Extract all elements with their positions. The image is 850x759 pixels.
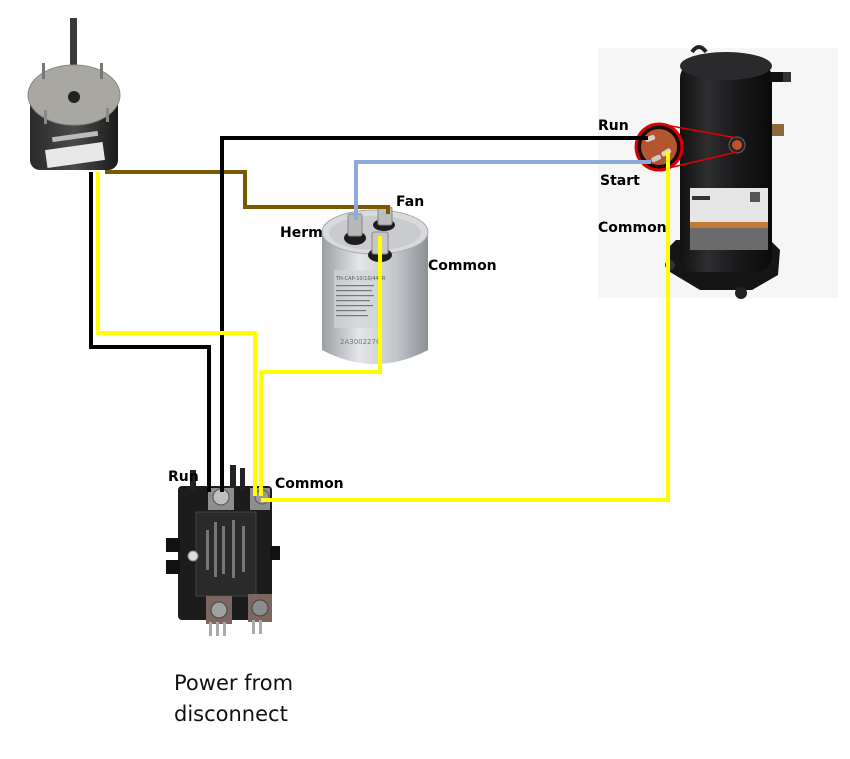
motor-shaft-hub (68, 91, 80, 103)
wire-yellow-fan-common (96, 172, 257, 496)
label-cap-herm: Herm (280, 225, 323, 241)
contactor-fin (230, 465, 236, 489)
contactor-mount-tab (166, 560, 180, 574)
contactor-mount-tab (166, 538, 180, 552)
capacitor-label (334, 270, 378, 328)
terminal-pin-start (651, 154, 662, 163)
caption-line-1: Power from (174, 671, 294, 695)
wires (89, 136, 670, 502)
contactor-spade (252, 620, 255, 634)
motor-stud (42, 63, 45, 79)
motor-stud (106, 108, 109, 122)
label-contactor-run: Run (168, 469, 199, 485)
capacitor-model-text: TH-CAP-10/10/440R (335, 276, 386, 282)
compressor-label-stripe (690, 222, 768, 228)
contactor-spade (223, 622, 226, 636)
compressor-terminal-box-inner (732, 140, 742, 150)
wire-yellow-cap-common (259, 236, 382, 496)
label-comp-run: Run (598, 118, 629, 134)
label-comp-start: Start (600, 173, 640, 189)
wire-brown-fan (105, 170, 390, 214)
capacitor: TH-CAP-10/10/440R 2A3002276 (321, 206, 429, 364)
contactor-face (195, 511, 257, 597)
motor-stud (100, 63, 103, 79)
contactor-fin (240, 468, 245, 490)
motor-label (45, 142, 105, 168)
wire-yellow-compressor-common (261, 152, 670, 502)
wire-black-fan-run (89, 172, 211, 492)
compressor (598, 45, 838, 299)
contactor-face-text (206, 520, 245, 578)
compressor-label-mark (692, 196, 710, 200)
contactor-fin (190, 470, 196, 490)
contactor-spade (216, 622, 219, 636)
compressor-lift-ring (690, 45, 708, 54)
caption-line-2: disconnect (174, 702, 288, 726)
motor-shaft (70, 18, 77, 98)
contactor-spade (259, 620, 262, 634)
wire-blue-herm-start (354, 160, 651, 220)
label-contactor-common: Common (275, 476, 344, 492)
label-cap-common: Common (428, 258, 497, 274)
capacitor-fine-print (336, 285, 374, 317)
compressor-top (680, 52, 772, 80)
contactor-line-screw-l1 (210, 601, 228, 619)
contactor (166, 465, 280, 636)
callout-line (659, 123, 738, 139)
motor-label-band (51, 130, 99, 143)
power-source-caption: Power from disconnect (174, 668, 293, 730)
fan-motor (27, 18, 121, 170)
compressor-discharge-fitting (770, 72, 784, 82)
label-comp-common: Common (598, 220, 667, 236)
compressor-suction-fitting (772, 124, 784, 136)
wire-black-compressor-run (220, 136, 648, 492)
motor-stud (44, 110, 47, 124)
contactor-line-screw-l2 (251, 599, 269, 617)
contactor-coil-screw (187, 550, 199, 562)
compressor-discharge-tip (783, 72, 791, 82)
compressor-base-hole (735, 287, 747, 299)
compressor-label-lower (690, 228, 768, 250)
label-cap-fan: Fan (396, 194, 424, 210)
contactor-spade (209, 622, 212, 636)
contactor-mount-tab (270, 546, 280, 560)
capacitor-serial-text: 2A3002276 (340, 338, 381, 346)
compressor-qr (750, 192, 760, 202)
